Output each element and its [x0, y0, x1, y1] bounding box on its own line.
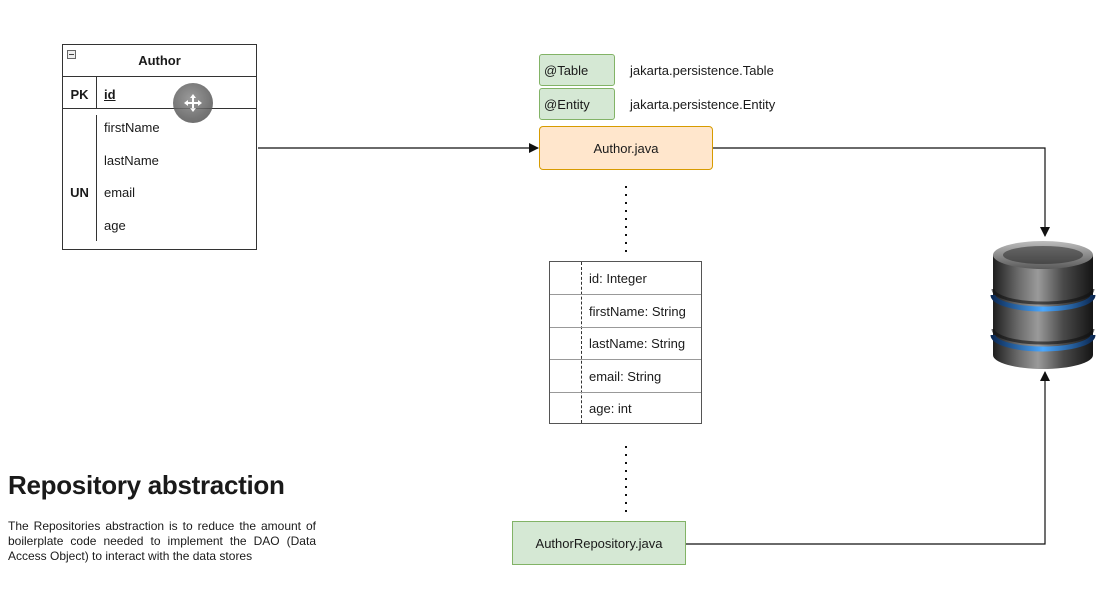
er-pk-row	[63, 77, 256, 109]
er-table-author[interactable]: Author PK id firstName lastName UN email…	[62, 44, 257, 250]
class-field-lastname: lastName: String	[589, 335, 686, 351]
collapse-icon[interactable]	[67, 50, 76, 59]
entity-class-label: Author.java	[593, 140, 659, 156]
table-annotation-label: @Table	[544, 62, 589, 78]
class-field-row: lastName: String	[550, 327, 701, 360]
er-field-lastname: lastName	[104, 153, 159, 168]
class-field-firstname: firstName: String	[589, 303, 686, 319]
class-field-row: id: Integer	[550, 262, 701, 295]
repository-box[interactable]: AuthorRepository.java	[512, 521, 686, 565]
move-cursor-icon	[173, 83, 213, 123]
class-field-row: age: int	[550, 392, 701, 425]
class-fields-table[interactable]: id: Integer firstName: String lastName: …	[549, 261, 702, 424]
repository-label: AuthorRepository.java	[535, 535, 663, 551]
key-column-divider	[96, 115, 97, 241]
database-icon	[990, 241, 1096, 369]
class-field-id: id: Integer	[589, 270, 647, 286]
er-table-title: Author	[138, 53, 181, 68]
description-text: The Repositories abstraction is to reduc…	[8, 519, 316, 563]
un-key-label: UN	[70, 185, 89, 200]
table-annotation-box[interactable]: @Table	[539, 54, 615, 86]
er-table-header: Author	[63, 45, 256, 77]
er-field-firstname: firstName	[104, 120, 160, 135]
class-field-row: email: String	[550, 360, 701, 393]
entity-class-box[interactable]: Author.java	[539, 126, 713, 170]
page-title: Repository abstraction	[8, 470, 285, 500]
class-fields-dashed-divider	[581, 262, 582, 423]
er-field-age: age	[104, 218, 126, 233]
class-field-age: age: int	[589, 401, 632, 416]
table-annotation-type: jakarta.persistence.Table	[630, 63, 774, 78]
er-field-id: id	[104, 87, 116, 102]
class-field-email: email: String	[589, 368, 662, 384]
entity-to-database-arrow	[713, 147, 1050, 237]
entity-annotation-type: jakarta.persistence.Entity	[630, 97, 776, 112]
pk-key-label: PK	[70, 87, 89, 102]
er-field-email: email	[104, 185, 136, 200]
entity-annotation-box[interactable]: @Entity	[539, 88, 615, 120]
entity-annotation-label: @Entity	[544, 96, 590, 112]
repository-to-database-arrow	[686, 371, 1050, 545]
class-field-row: firstName: String	[550, 295, 701, 328]
key-column-divider	[96, 77, 97, 109]
